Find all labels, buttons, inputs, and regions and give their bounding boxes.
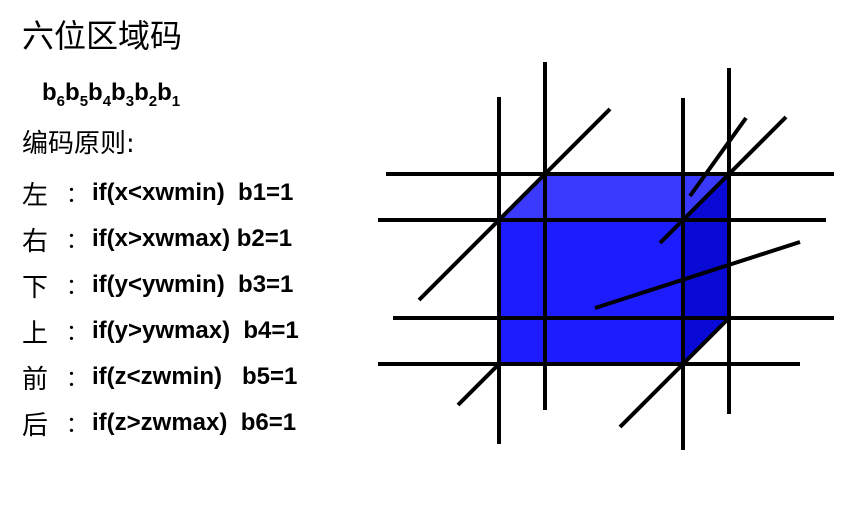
clip-line-diagonal (688, 116, 748, 198)
rule-colon: ： (66, 367, 89, 392)
bit-1: b1 (157, 79, 181, 110)
rule-colon: ： (66, 321, 89, 346)
bit-6: b6 (42, 79, 66, 110)
rule-back: 后 ： if(z>zwmax) b6=1 (22, 400, 299, 446)
rule-colon: ： (66, 413, 89, 438)
rule-side: 左 (22, 180, 49, 211)
bit-4: b4 (88, 79, 112, 110)
clip-line-diagonal (456, 362, 501, 407)
rule-condition: if(x<xwmin) b1=1 (92, 179, 294, 206)
rule-side: 上 (22, 318, 49, 349)
rule-colon: ： (66, 275, 89, 300)
rule-condition: if(z<zwmin) b5=1 (92, 363, 298, 390)
rule-condition: if(x>xwmax) b2=1 (92, 225, 293, 252)
rule-top: 上 ： if(y>ywmax) b4=1 (22, 308, 299, 354)
rule-side: 右 (22, 226, 49, 257)
clip-line-diagonal (594, 240, 801, 310)
cube-top-face (499, 174, 729, 220)
cube-edge (497, 172, 547, 222)
page-title: 六位区域码 (22, 17, 183, 55)
encoding-principle-label: 编码原则: (22, 129, 135, 159)
rule-side: 下 (22, 272, 49, 303)
bit-2: b2 (134, 79, 158, 110)
rule-condition: if(y>ywmax) b4=1 (92, 317, 299, 344)
rule-condition: if(y<ywmin) b3=1 (92, 271, 294, 298)
rule-bottom: 下 ： if(y<ywmin) b3=1 (22, 262, 299, 308)
cube-front-face (499, 220, 683, 364)
rule-side: 前 (22, 364, 49, 395)
rule-front: 前 ： if(z<zwmin) b5=1 (22, 354, 299, 400)
rule-colon: ： (66, 229, 89, 254)
rule-side: 后 (22, 410, 49, 441)
rule-list: 左 ： if(x<xwmin) b1=1 右 ： if(x>xwmax) b2=… (22, 170, 299, 446)
rule-condition: if(z>zwmax) b6=1 (92, 409, 297, 436)
region-code-bits: b6b5b4b3b2b1 (42, 78, 180, 117)
rule-right: 右 ： if(x>xwmax) b2=1 (22, 216, 299, 262)
rule-colon: ： (66, 183, 89, 208)
cube-edge (681, 316, 731, 366)
rule-left: 左 ： if(x<xwmin) b1=1 (22, 170, 299, 216)
bit-5: b5 (65, 79, 89, 110)
bit-3: b3 (111, 79, 135, 110)
clip-line-diagonal (658, 115, 788, 245)
